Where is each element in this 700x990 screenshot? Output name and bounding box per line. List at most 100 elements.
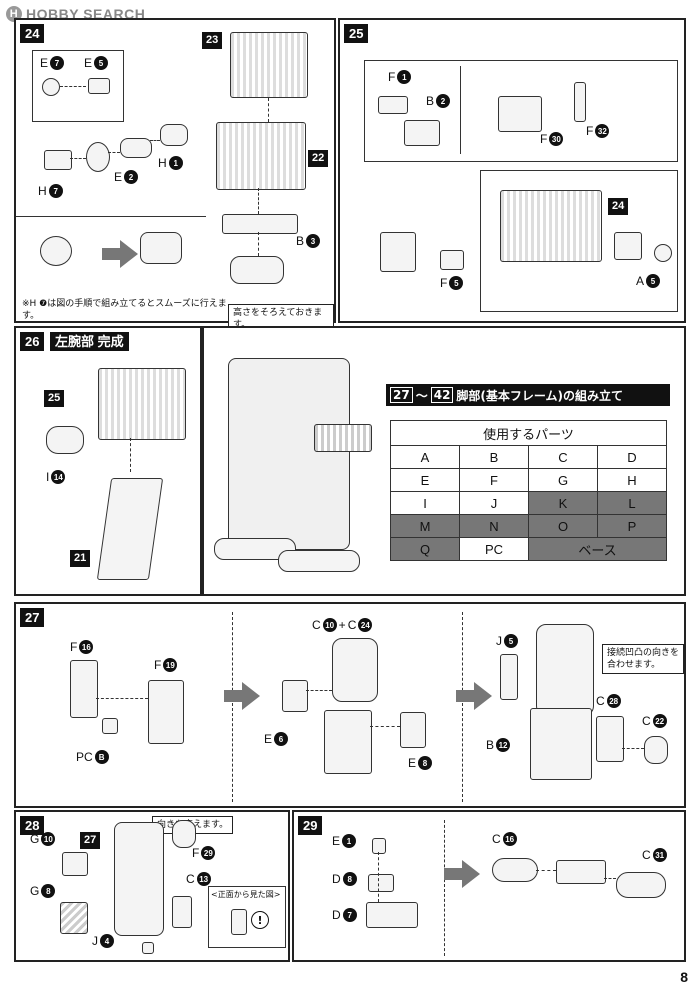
part-i14 <box>46 426 84 454</box>
part-leg-upper <box>536 624 594 716</box>
inset-box <box>364 60 678 162</box>
part-c10 <box>332 638 378 702</box>
label-part-22: 22 <box>308 150 329 167</box>
step-number: 26 <box>20 332 45 351</box>
part-e6 <box>282 680 308 712</box>
parts-cell: F <box>459 468 529 492</box>
parts-cell-unused: O <box>528 514 598 538</box>
part-antenna <box>574 82 586 122</box>
parts-cell: A <box>390 445 460 469</box>
assembly-line <box>258 188 259 214</box>
part-joint <box>42 78 60 96</box>
part-peg <box>160 124 188 146</box>
assembly-note: ※H ❼は図の手順で組み立てるとスムーズに行えます。 <box>22 299 227 321</box>
next-arrow-icon <box>444 860 480 888</box>
parts-cell: G <box>528 468 598 492</box>
front-view-label: <正面から見た図> <box>211 890 281 899</box>
part-hinge <box>44 150 72 170</box>
heading-text: 脚部(基本フレーム)の組み立て <box>456 388 624 403</box>
part-a5-cap <box>654 244 672 262</box>
part-sensor <box>378 96 408 114</box>
alignment-callout: 接続凹凸の向きを合わせます。 <box>602 644 684 674</box>
part-head-assembled <box>380 232 416 272</box>
assembly-line <box>258 232 259 256</box>
heading-to: 42 <box>430 387 454 403</box>
parts-cell-unused: N <box>459 514 529 538</box>
warning-icon: ! <box>251 911 269 929</box>
assembly-line <box>370 726 400 727</box>
part-peg <box>120 138 152 158</box>
part-23-block <box>230 32 308 98</box>
part-g10 <box>62 852 88 876</box>
part-f29 <box>172 820 196 848</box>
part-c13 <box>172 896 192 928</box>
parts-cell-unused: Q <box>390 537 460 561</box>
assembly-line <box>536 870 556 871</box>
next-arrow-icon <box>224 682 260 710</box>
divider-line <box>16 216 206 217</box>
leg-section-panel: 27 ～ 42 脚部(基本フレーム)の組み立て 使用するパーツ A B C D … <box>202 326 686 596</box>
parts-cell-unused: M <box>390 514 460 538</box>
label-part-23: 23 <box>202 32 223 49</box>
part-e8 <box>400 712 426 748</box>
parts-heading: 27 ～ 42 脚部(基本フレーム)の組み立て <box>386 384 670 406</box>
divider-line <box>444 820 445 956</box>
front-view-box: <正面から見た図> ! <box>208 886 286 948</box>
assembly-line <box>268 98 269 122</box>
part-f19 <box>148 680 184 744</box>
parts-cell: C <box>528 445 598 469</box>
divider-line <box>232 612 233 802</box>
part-leg-assembled <box>114 822 164 936</box>
part-mount <box>404 120 440 146</box>
label-part-27: 27 <box>80 832 101 849</box>
part-22-block <box>216 122 306 190</box>
label-part-21: 21 <box>70 550 91 567</box>
part-joint <box>88 78 110 94</box>
assembly-line <box>604 878 616 879</box>
parts-table: 使用するパーツ A B C D E F G H I J K L M N O P … <box>390 420 667 561</box>
part-d7 <box>366 902 418 928</box>
step-number: 27 <box>20 608 45 627</box>
foot-illustration <box>214 538 296 560</box>
step-number: 24 <box>20 24 45 43</box>
part-21-arm <box>96 478 164 580</box>
assembly-line <box>96 698 148 699</box>
heading-from: 27 <box>390 387 413 403</box>
page-number: 8 <box>680 969 688 985</box>
part-g8 <box>60 902 88 934</box>
heading-sep: ～ <box>415 388 428 403</box>
parts-cell: I <box>390 491 460 515</box>
leg-frame-illustration <box>228 358 350 550</box>
part-foot-frame <box>556 860 606 884</box>
part-f16 <box>70 660 98 718</box>
foot-illustration <box>278 550 360 572</box>
assembly-line <box>378 852 379 902</box>
step-title: 左腕部 完成 <box>50 332 129 351</box>
inset-box <box>480 170 678 312</box>
part-lower <box>324 710 372 774</box>
